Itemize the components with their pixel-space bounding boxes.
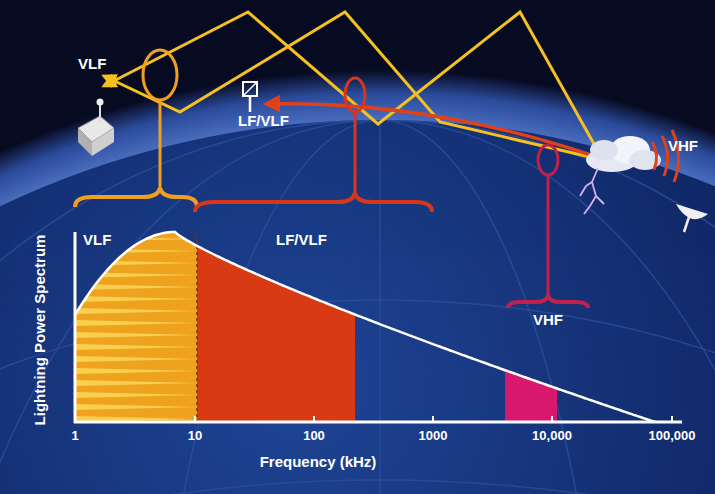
tick-label: 1000 bbox=[419, 429, 448, 443]
band-stripe bbox=[75, 392, 197, 398]
axis-title: Frequency (kHz) bbox=[260, 454, 377, 471]
band-stripe bbox=[75, 380, 197, 386]
band-stripe bbox=[75, 356, 197, 362]
tick-label: 10 bbox=[188, 429, 202, 443]
band-stripe bbox=[75, 320, 197, 326]
thundercloud bbox=[580, 136, 661, 214]
band-stripe bbox=[75, 308, 197, 314]
band-stripe bbox=[75, 332, 197, 338]
band-label: VLF bbox=[83, 232, 111, 249]
band-stripe bbox=[75, 248, 197, 254]
band-stripe bbox=[75, 296, 197, 302]
receiver-label: VLF bbox=[78, 56, 106, 73]
band-stripe bbox=[75, 404, 197, 410]
band-label: LF/VLF bbox=[276, 232, 327, 249]
receiver-label: VHF bbox=[668, 138, 698, 155]
band-stripe bbox=[75, 368, 197, 374]
band-stripe bbox=[75, 344, 197, 350]
lf-antenna bbox=[243, 82, 257, 112]
band-label: VHF bbox=[533, 312, 563, 329]
tick-label: 100 bbox=[303, 429, 325, 443]
vlf-sensor bbox=[78, 99, 114, 157]
tick-label: 1 bbox=[71, 429, 78, 443]
vhf-dish bbox=[676, 204, 708, 232]
receiver-label: LF/VLF bbox=[238, 113, 289, 130]
tick-label: 100,000 bbox=[649, 429, 696, 443]
axis-title: Lightning Power Spectrum bbox=[32, 235, 49, 426]
tick-label: 10,000 bbox=[532, 429, 572, 443]
band-stripe bbox=[75, 272, 197, 278]
band-stripe bbox=[75, 260, 197, 266]
